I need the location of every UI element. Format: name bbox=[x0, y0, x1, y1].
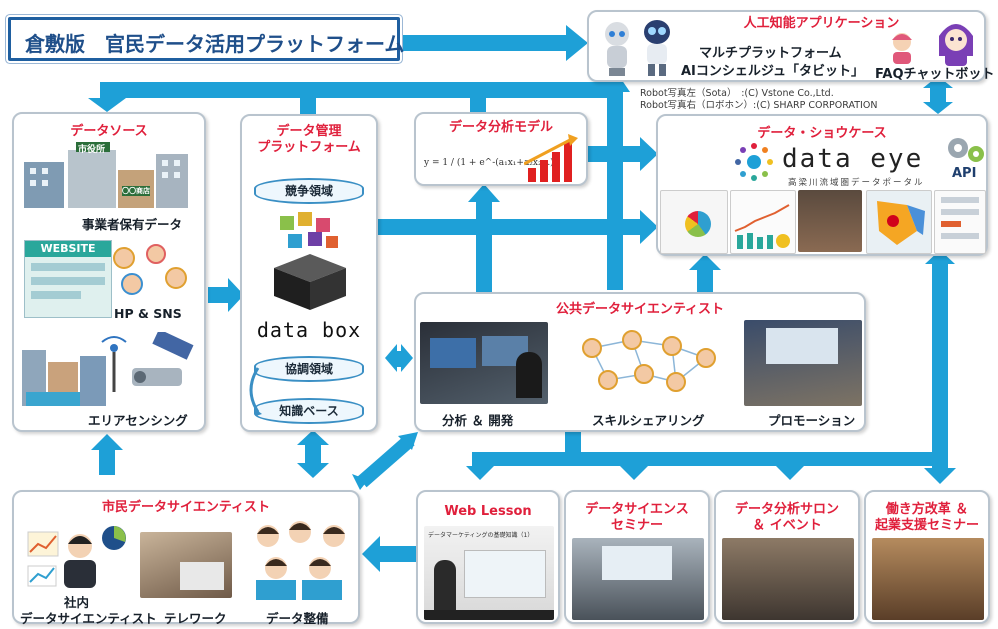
seminar-panel-workstyle: 働き方改革 ＆ 起業支援セミナー bbox=[864, 490, 990, 624]
concierge-line2: AIコンシェルジュ「タビット」 bbox=[681, 64, 864, 79]
robot-sota-icon bbox=[605, 22, 629, 76]
showcase-thumb-2 bbox=[730, 190, 796, 254]
ai-apps-title: 人工知能アプリケーション bbox=[743, 16, 900, 31]
robot-robohon-icon bbox=[644, 20, 670, 76]
seminar-title-1: Web Lesson bbox=[444, 504, 532, 519]
workstyle-seminar-photo bbox=[872, 538, 984, 620]
salon-event-photo bbox=[722, 538, 854, 620]
web-lesson-screen-text: データマーケティングの基礎知識（1） bbox=[428, 532, 534, 539]
photo-credit-2: Robot写真右（ロボホン）:(C) SHARP CORPORATION bbox=[640, 100, 878, 111]
photo-credit-1: Robot写真左（Sota） :(C) Vstone Co.,Ltd. bbox=[640, 88, 834, 99]
citizen-scientist-title: 市民データサイエンティスト bbox=[101, 500, 271, 515]
faq-bot-avatar-icon bbox=[939, 24, 973, 66]
data-showcase-panel: データ・ショウケース data eye 高梁川流域圏データポータル API bbox=[656, 114, 988, 256]
analysis-dev-label: 分析 ＆ 開発 bbox=[442, 413, 514, 428]
showcase-thumb-5 bbox=[934, 190, 986, 254]
ai-apps-panel: 人工知能アプリケーション マルチプラットフォーム AIコンシェルジュ「タビット」… bbox=[587, 10, 994, 82]
api-gear-icon bbox=[948, 138, 984, 162]
skill-sharing-label: スキルシェアリング bbox=[592, 413, 705, 428]
platform-title-line2: プラットフォーム bbox=[257, 140, 361, 155]
inhouse-line2: データサイエンティスト bbox=[20, 611, 157, 626]
analysis-model-panel: データ分析モデル y = 1 / (1 + e^-(a₁x₁+a₂x₂...)) bbox=[414, 112, 588, 186]
web-lesson-photo: データマーケティングの基礎知識（1） bbox=[424, 526, 554, 620]
public-scientist-panel: 公共データサイエンティスト 分析 ＆ 開発 スキルシェアリング プロモーション bbox=[414, 292, 866, 432]
telework-label: テレワーク bbox=[164, 611, 227, 626]
cooperation-area: 協調領域 bbox=[254, 356, 364, 382]
data-prep-label: データ整備 bbox=[266, 611, 329, 626]
seminar-panel-web-lesson: Web Lesson データマーケティングの基礎知識（1） bbox=[416, 490, 560, 624]
seminar-title-3a: データ分析サロン bbox=[734, 502, 839, 517]
business-woman-icon bbox=[27, 526, 126, 588]
showcase-thumb-3 bbox=[798, 190, 862, 252]
seminar-title-4a: 働き方改革 ＆ bbox=[885, 502, 969, 517]
seminar-title-2b: セミナー bbox=[610, 518, 663, 533]
faq-bot-label: FAQチャットボット bbox=[875, 67, 995, 82]
data-source-title: データソース bbox=[70, 124, 148, 139]
area-sensing-icon bbox=[22, 332, 194, 406]
area-sensing-label: エリアセンシング bbox=[88, 413, 188, 428]
model-formula: y = 1 / (1 + e^-(a₁x₁+a₂x₂...)) bbox=[424, 158, 558, 168]
concierge-line1: マルチプラットフォーム bbox=[699, 46, 842, 61]
portal-subtitle: 高梁川流域圏データポータル bbox=[788, 178, 925, 188]
data-eye-logo-icon bbox=[735, 143, 773, 181]
seminar-title-2a: データサイエンス bbox=[585, 502, 689, 517]
seminar-title-4b: 起業支援セミナー bbox=[874, 518, 979, 533]
analysis-photo bbox=[420, 322, 548, 404]
showcase-thumb-1 bbox=[660, 190, 728, 254]
website-sign: WEBSITE bbox=[25, 241, 111, 257]
telework-photo bbox=[140, 532, 232, 598]
api-label: API bbox=[952, 166, 977, 181]
promotion-photo bbox=[744, 320, 862, 406]
seminar-panel-data-science: データサイエンス セミナー bbox=[564, 490, 710, 624]
data-eye-logo: data eye bbox=[782, 144, 924, 174]
showcase-title: データ・ショウケース bbox=[757, 126, 887, 141]
skill-network-icon bbox=[582, 330, 716, 392]
promotion-label: プロモーション bbox=[768, 413, 856, 428]
city-buildings-icon bbox=[24, 142, 188, 208]
faq-girl-icon bbox=[892, 33, 912, 64]
banner-title: 倉敷版 官民データ活用プラットフォーム bbox=[25, 32, 405, 56]
databox-cube-icon bbox=[274, 212, 346, 310]
data-platform-panel: データ管理 プラットフォーム 競争領域 data box 協調領域 知識ベース bbox=[240, 114, 378, 432]
title-banner: 倉敷版 官民データ活用プラットフォーム bbox=[8, 17, 404, 61]
knowledge-base: 知識ベース bbox=[254, 398, 364, 424]
data-science-seminar-photo bbox=[572, 538, 704, 620]
city-hall-sign: 市役所 bbox=[78, 145, 106, 155]
showcase-thumb-4 bbox=[866, 190, 932, 254]
seminar-panel-salon: データ分析サロン ＆ イベント bbox=[714, 490, 860, 624]
growth-bars-icon bbox=[524, 134, 578, 182]
platform-title-line1: データ管理 bbox=[276, 124, 342, 139]
website-mock: WEBSITE bbox=[24, 240, 112, 318]
seminar-title-3b: ＆ イベント bbox=[752, 518, 822, 533]
cycle-arrow-icon bbox=[249, 367, 262, 416]
competition-area: 競争領域 bbox=[254, 178, 364, 204]
public-scientist-title: 公共データサイエンティスト bbox=[555, 302, 725, 317]
data-source-panel: データソース 市役所 〇〇商店 事業者保有データ WEBSITE HP & SN… bbox=[12, 112, 206, 432]
inhouse-line1: 社内 bbox=[64, 595, 90, 610]
data-prep-team-icon bbox=[256, 521, 345, 600]
sns-people-icon bbox=[113, 244, 187, 295]
shop-sign: 〇〇商店 bbox=[122, 187, 150, 195]
databox-label: data box bbox=[256, 318, 362, 342]
business-data-label: 事業者保有データ bbox=[82, 217, 183, 232]
model-title: データ分析モデル bbox=[448, 120, 553, 135]
citizen-scientist-panel: 市民データサイエンティスト 社内 データサイエンティスト テレワーク データ整備 bbox=[12, 490, 360, 626]
hp-sns-label: HP & SNS bbox=[114, 306, 182, 321]
